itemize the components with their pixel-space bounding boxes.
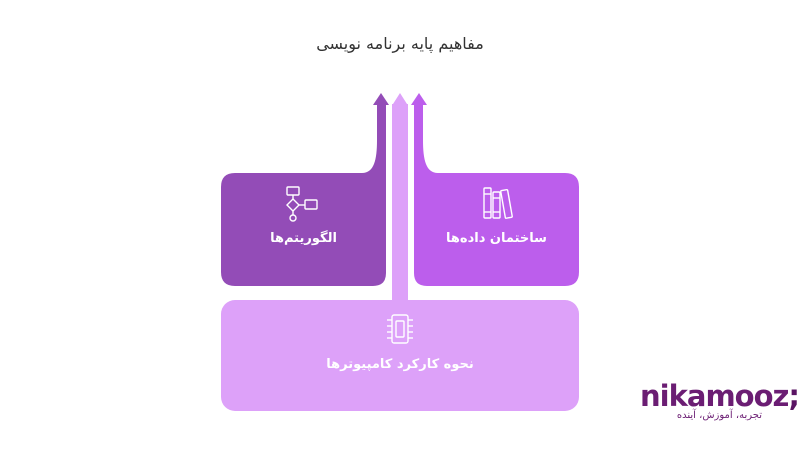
center-arrowhead [393,93,407,104]
brand-logo: nikamooz; تجربه، آموزش، آینده [640,379,800,421]
right-box-label: ساختمان داده‌ها [446,231,547,246]
chip-icon [387,314,413,344]
brand-name: nikamooz; [640,379,800,413]
flowchart-icon [286,186,318,222]
right-box [414,104,579,286]
bottom-box [221,300,579,411]
left-box [221,104,386,286]
left-box-label: الگوریتم‌ها [270,231,337,246]
books-icon [483,187,513,219]
brand-tagline: تجربه، آموزش، آینده [676,410,762,421]
bottom-box-label: نحوه کارکرد کامپیوترها [326,357,474,372]
center-arrow-stem [392,104,408,300]
left-arrowhead [373,93,389,105]
diagram-title: مفاهیم پایه برنامه نویسی [316,34,484,53]
right-arrowhead [411,93,427,105]
